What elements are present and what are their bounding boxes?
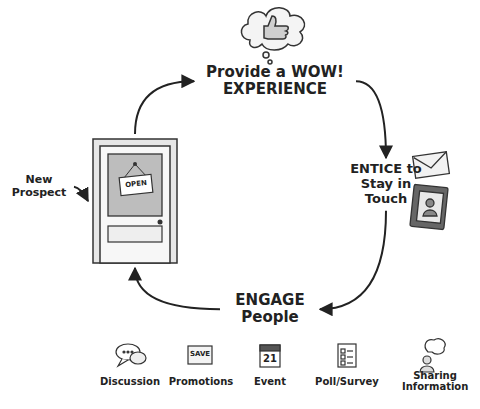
icon-caption: Event	[240, 376, 300, 387]
step-text: Provide a WOW! EXPERIENCE	[198, 64, 352, 99]
icon-caption: Sharing Information	[402, 370, 468, 392]
new-prospect-text: New Prospect	[8, 174, 70, 199]
cycle-arrow	[356, 81, 386, 158]
poll-survey-icon	[338, 344, 356, 367]
calendar-icon	[260, 345, 280, 367]
step-text: New Prospect	[8, 174, 70, 199]
cycle-arrow	[74, 187, 88, 201]
discussion-icon	[116, 344, 146, 366]
save-tag: SAVE	[188, 351, 212, 359]
step-text: ENGAGE People	[224, 292, 316, 327]
thumbs-up-cloud	[241, 8, 304, 64]
sharing-icon	[420, 339, 445, 372]
cycle-arrow	[135, 268, 220, 309]
calendar-day: 21	[260, 353, 280, 364]
door-shape	[92, 138, 178, 264]
engage-step: ENGAGE People	[224, 292, 316, 327]
step-text: ENTICE to Stay in Touch	[350, 162, 422, 207]
cycle-arrow	[320, 211, 386, 309]
wow-step: Provide a WOW! EXPERIENCE	[198, 64, 352, 99]
icon-caption: Poll/Survey	[307, 376, 387, 387]
icon-caption: Promotions	[161, 376, 241, 387]
entice-step: ENTICE to Stay in Touch	[350, 162, 422, 207]
icon-caption: Discussion	[90, 376, 170, 387]
promotions-icon	[188, 346, 212, 364]
contact-book-icon	[410, 184, 448, 229]
door-node: OPEN	[92, 138, 178, 264]
cycle-arrow	[135, 81, 194, 134]
